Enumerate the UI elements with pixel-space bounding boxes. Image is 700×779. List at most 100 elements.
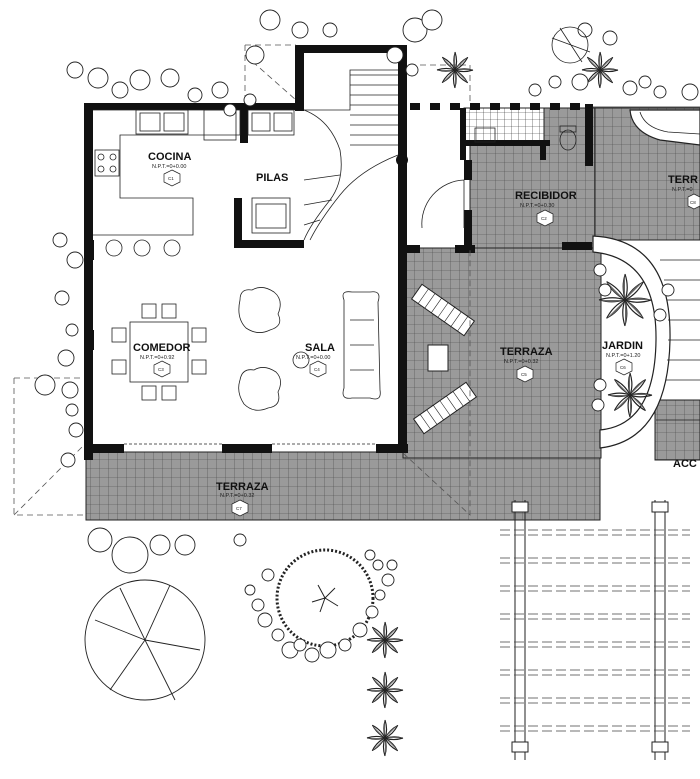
room-labels: COCINA N.P.T.=0+0.00 C1 PILAS RECIBIDOR … xyxy=(133,151,700,517)
palm-icon xyxy=(366,621,404,659)
shrub-icon xyxy=(52,232,68,248)
palm-icon xyxy=(366,671,404,709)
shrub-icon xyxy=(187,87,203,103)
room-label-pilas: PILAS xyxy=(256,172,288,184)
shrub-icon xyxy=(528,83,542,97)
shrub-icon xyxy=(661,283,675,297)
shrub-icon xyxy=(68,422,84,438)
room-label-terraza-top: TERR xyxy=(668,174,698,186)
level-recibidor: N.P.T.=0+0.30 xyxy=(520,203,554,209)
shrub-icon xyxy=(245,45,265,65)
pergola xyxy=(500,500,690,760)
shrub-icon xyxy=(548,75,562,89)
shrub-icon xyxy=(61,381,79,399)
shrub-icon xyxy=(54,290,70,306)
pool-shape xyxy=(629,109,700,146)
shrub-icon xyxy=(233,533,247,547)
shrub-icon xyxy=(593,378,607,392)
shrub-icon xyxy=(257,612,273,628)
level-cocina: N.P.T.=0+0.00 xyxy=(152,164,186,170)
room-label-cocina: COCINA xyxy=(148,151,191,163)
shrub-icon xyxy=(405,63,419,77)
level-terraza-lower: N.P.T.=0+0.32 xyxy=(220,493,254,499)
top-dashed-roofline xyxy=(420,64,471,103)
shrub-icon xyxy=(352,622,368,638)
pool-edge xyxy=(639,111,700,135)
shrub-icon xyxy=(149,534,171,556)
shrub-icon xyxy=(66,251,84,269)
tag-terraza-top: C8 xyxy=(690,200,696,205)
tag-comedor: C3 xyxy=(158,367,164,372)
palms xyxy=(366,51,653,757)
shrub-icon xyxy=(223,103,237,117)
shrub-icon xyxy=(34,374,56,396)
tag-terraza-lower: C7 xyxy=(236,506,242,511)
room-label-terraza-lower: TERRAZA xyxy=(216,481,269,493)
left-dashed-roofline xyxy=(13,377,85,516)
shrub-icon xyxy=(304,647,320,663)
level-jardin: N.P.T.=0+1.20 xyxy=(606,353,640,359)
shrub-icon xyxy=(244,584,256,596)
shrub-icon xyxy=(374,589,386,601)
bathroom-tiles xyxy=(463,107,545,143)
shrub-icon xyxy=(591,398,605,412)
shrub-icon xyxy=(598,283,612,297)
large-tree-icon xyxy=(84,579,206,701)
garden-rock-circle xyxy=(275,548,375,648)
doors xyxy=(124,179,465,445)
shrub-icon xyxy=(421,9,443,31)
jardin-steps xyxy=(656,259,700,421)
shrub-icon xyxy=(386,46,404,64)
tag-terraza: C5 xyxy=(521,372,527,377)
shrub-icon xyxy=(681,83,699,101)
palm-icon xyxy=(366,719,404,757)
shrub-icon xyxy=(259,9,281,31)
palm-icon xyxy=(581,51,619,89)
shrub-icon xyxy=(372,559,384,571)
shrub-icon xyxy=(66,61,84,79)
level-sala: N.P.T.=0+0.00 xyxy=(296,355,330,361)
room-label-acceso: ACC xyxy=(673,458,697,470)
shrub-icon xyxy=(211,81,229,99)
palm-icon xyxy=(436,51,474,89)
shrub-icon xyxy=(271,628,285,642)
spiral-stair xyxy=(303,69,408,241)
shrub-icon xyxy=(60,452,76,468)
terrace-dashed-roofline xyxy=(402,248,471,516)
shrub-icon xyxy=(65,403,79,417)
room-label-recibidor: RECIBIDOR xyxy=(515,190,577,202)
shrub-icon xyxy=(364,549,376,561)
tag-cocina: C1 xyxy=(168,176,174,181)
shrub-icon xyxy=(602,30,618,46)
shrub-icon xyxy=(653,308,667,322)
kitchen-counter xyxy=(93,109,295,236)
shrubs xyxy=(34,9,699,663)
shrub-icon xyxy=(293,638,307,652)
shrub-icon xyxy=(381,573,395,587)
shrub-icon xyxy=(577,22,593,38)
shrub-icon xyxy=(386,559,398,571)
palm-icon xyxy=(607,372,653,418)
shrub-icon xyxy=(638,75,652,89)
level-terraza-top: N.P.T.=0 xyxy=(672,187,693,193)
right-paving xyxy=(654,399,700,461)
tag-jardin: C6 xyxy=(620,365,626,370)
shrub-icon xyxy=(593,263,607,277)
tag-sala: C4 xyxy=(314,367,320,372)
tag-recibidor: C2 xyxy=(541,216,547,221)
shrub-icon xyxy=(129,69,151,91)
shrub-icon xyxy=(87,527,113,553)
shrub-icon xyxy=(338,638,352,652)
shrub-icon xyxy=(174,534,196,556)
dining-table xyxy=(111,303,207,401)
top-dashed-wall xyxy=(410,103,580,110)
shrub-icon xyxy=(402,17,428,43)
lounge-chairs xyxy=(410,283,478,435)
shrub-icon xyxy=(111,81,129,99)
level-terraza: N.P.T.=0+0.32 xyxy=(504,359,538,365)
level-comedor: N.P.T.=0+0.92 xyxy=(140,355,174,361)
palm-icon xyxy=(598,273,652,327)
shrub-icon xyxy=(65,323,79,337)
shrub-icon xyxy=(319,641,337,659)
